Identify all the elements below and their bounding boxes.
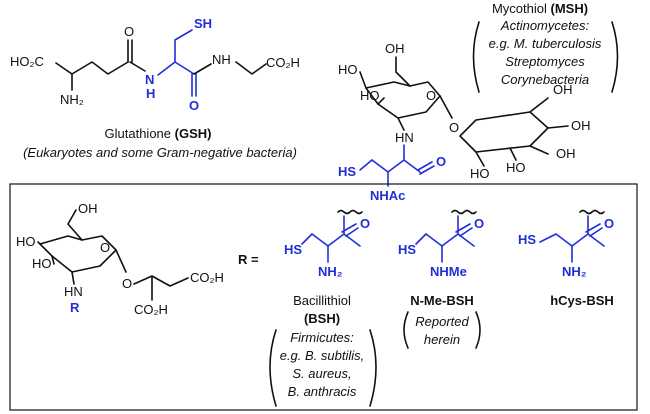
bsh-rgroup-nh2-label: NH₂ bbox=[318, 264, 343, 279]
glutathione-structure: HO₂C NH₂ O N H SH O NH CO₂H bbox=[10, 16, 300, 113]
msh-amide-o-label: O bbox=[436, 154, 446, 169]
bsh-organisms-1: Firmicutes: bbox=[290, 330, 354, 345]
bsh-hn-label: HN bbox=[64, 284, 83, 299]
bacillithiol-core-structure: OH O HO HO HN R O CO₂H CO₂H bbox=[16, 201, 224, 317]
msh-nhac-label: NHAc bbox=[370, 188, 405, 203]
msh-inositol-oh-1-label: OH bbox=[553, 82, 573, 97]
bsh-organisms-4: B. anthracis bbox=[288, 384, 357, 399]
nmebsh-note-1: Reported bbox=[415, 314, 469, 329]
msh-glycosidic-o-label: O bbox=[449, 120, 459, 135]
gsh-ho2c-label: HO₂C bbox=[10, 54, 44, 69]
msh-oh-top-label: OH bbox=[385, 41, 405, 56]
msh-inositol-oh-3-label: OH bbox=[556, 146, 576, 161]
msh-organisms-1: Actinomycetes: bbox=[500, 18, 590, 33]
nmebsh-rgroup-nhme-label: NHMe bbox=[430, 264, 467, 279]
hcysbsh-name: hCys-BSH bbox=[550, 293, 614, 308]
msh-organisms-2: e.g. M. tuberculosis bbox=[489, 36, 602, 51]
bsh-ho-2-label: HO bbox=[32, 256, 52, 271]
bacillithiol-box bbox=[9, 183, 638, 411]
bsh-name: Bacillithiol bbox=[293, 293, 351, 308]
bsh-rgroup-o-label: O bbox=[360, 216, 370, 231]
hcysbsh-r-group: O HS NH₂ bbox=[518, 209, 614, 279]
r-equals-label: R = bbox=[238, 252, 259, 267]
gsh-h-label: H bbox=[146, 86, 155, 101]
msh-inositol-oh-2-label: OH bbox=[571, 118, 591, 133]
gsh-abbr: (GSH) bbox=[175, 126, 212, 141]
gsh-nh2-label: NH₂ bbox=[60, 92, 84, 107]
mycothiol-structure: OH O HO HO HN O O HS NHAc OH OH OH HO HO bbox=[338, 41, 591, 203]
nmebsh-note-2: herein bbox=[424, 332, 460, 347]
bsh-co2h-top-label: CO₂H bbox=[190, 270, 224, 285]
msh-hs-label: HS bbox=[338, 164, 356, 179]
hcysbsh-rgroup-nh2-label: NH₂ bbox=[562, 264, 587, 279]
msh-inositol-ho-2-label: HO bbox=[470, 166, 490, 181]
msh-name: Mycothiol bbox=[492, 1, 551, 16]
bsh-abbr: (BSH) bbox=[304, 311, 340, 326]
bsh-organisms-3: S. aureus, bbox=[292, 366, 351, 381]
msh-ho-1-label: HO bbox=[338, 62, 358, 77]
bsh-ring-o-label: O bbox=[100, 240, 110, 255]
gsh-carbonyl-o-label: O bbox=[189, 98, 199, 113]
bsh-co2h-bottom-label: CO₂H bbox=[134, 302, 168, 317]
msh-title: Mycothiol (MSH) bbox=[492, 1, 588, 16]
gsh-sh-label: SH bbox=[194, 16, 212, 31]
gsh-n-label: N bbox=[145, 72, 154, 87]
gsh-co2h-label: CO₂H bbox=[266, 55, 300, 70]
gsh-title: Glutathione (GSH) bbox=[105, 126, 212, 141]
bsh-rgroup-hs-label: HS bbox=[284, 242, 302, 257]
bsh-organisms-2: e.g. B. subtilis, bbox=[280, 348, 365, 363]
nmebsh-r-group: O HS NHMe bbox=[398, 209, 484, 279]
bsh-r-group: O HS NH₂ bbox=[284, 209, 370, 279]
hcysbsh-rgroup-o-label: O bbox=[604, 216, 614, 231]
msh-abbr: (MSH) bbox=[550, 1, 588, 16]
hcysbsh-rgroup-hs-label: HS bbox=[518, 232, 536, 247]
msh-hn-label: HN bbox=[395, 130, 414, 145]
bsh-glycosidic-o-label: O bbox=[122, 276, 132, 291]
bsh-oh-top-label: OH bbox=[78, 201, 98, 216]
nmebsh-rgroup-o-label: O bbox=[474, 216, 484, 231]
gsh-organisms: (Eukaryotes and some Gram-negative bacte… bbox=[23, 145, 297, 160]
bsh-ho-1-label: HO bbox=[16, 234, 36, 249]
msh-inositol-ho-1-label: HO bbox=[506, 160, 526, 175]
gsh-gly-nh-label: NH bbox=[212, 52, 231, 67]
gsh-amide-o-label: O bbox=[124, 24, 134, 39]
nmebsh-rgroup-hs-label: HS bbox=[398, 242, 416, 257]
msh-ho-2-label: HO bbox=[360, 88, 380, 103]
msh-organisms-4: Corynebacteria bbox=[501, 72, 589, 87]
gsh-name: Glutathione bbox=[105, 126, 175, 141]
msh-organisms-3: Streptomyces bbox=[505, 54, 585, 69]
nmebsh-name: N-Me-BSH bbox=[410, 293, 474, 308]
bsh-r-label: R bbox=[70, 300, 80, 315]
msh-ring-o-label: O bbox=[426, 88, 436, 103]
